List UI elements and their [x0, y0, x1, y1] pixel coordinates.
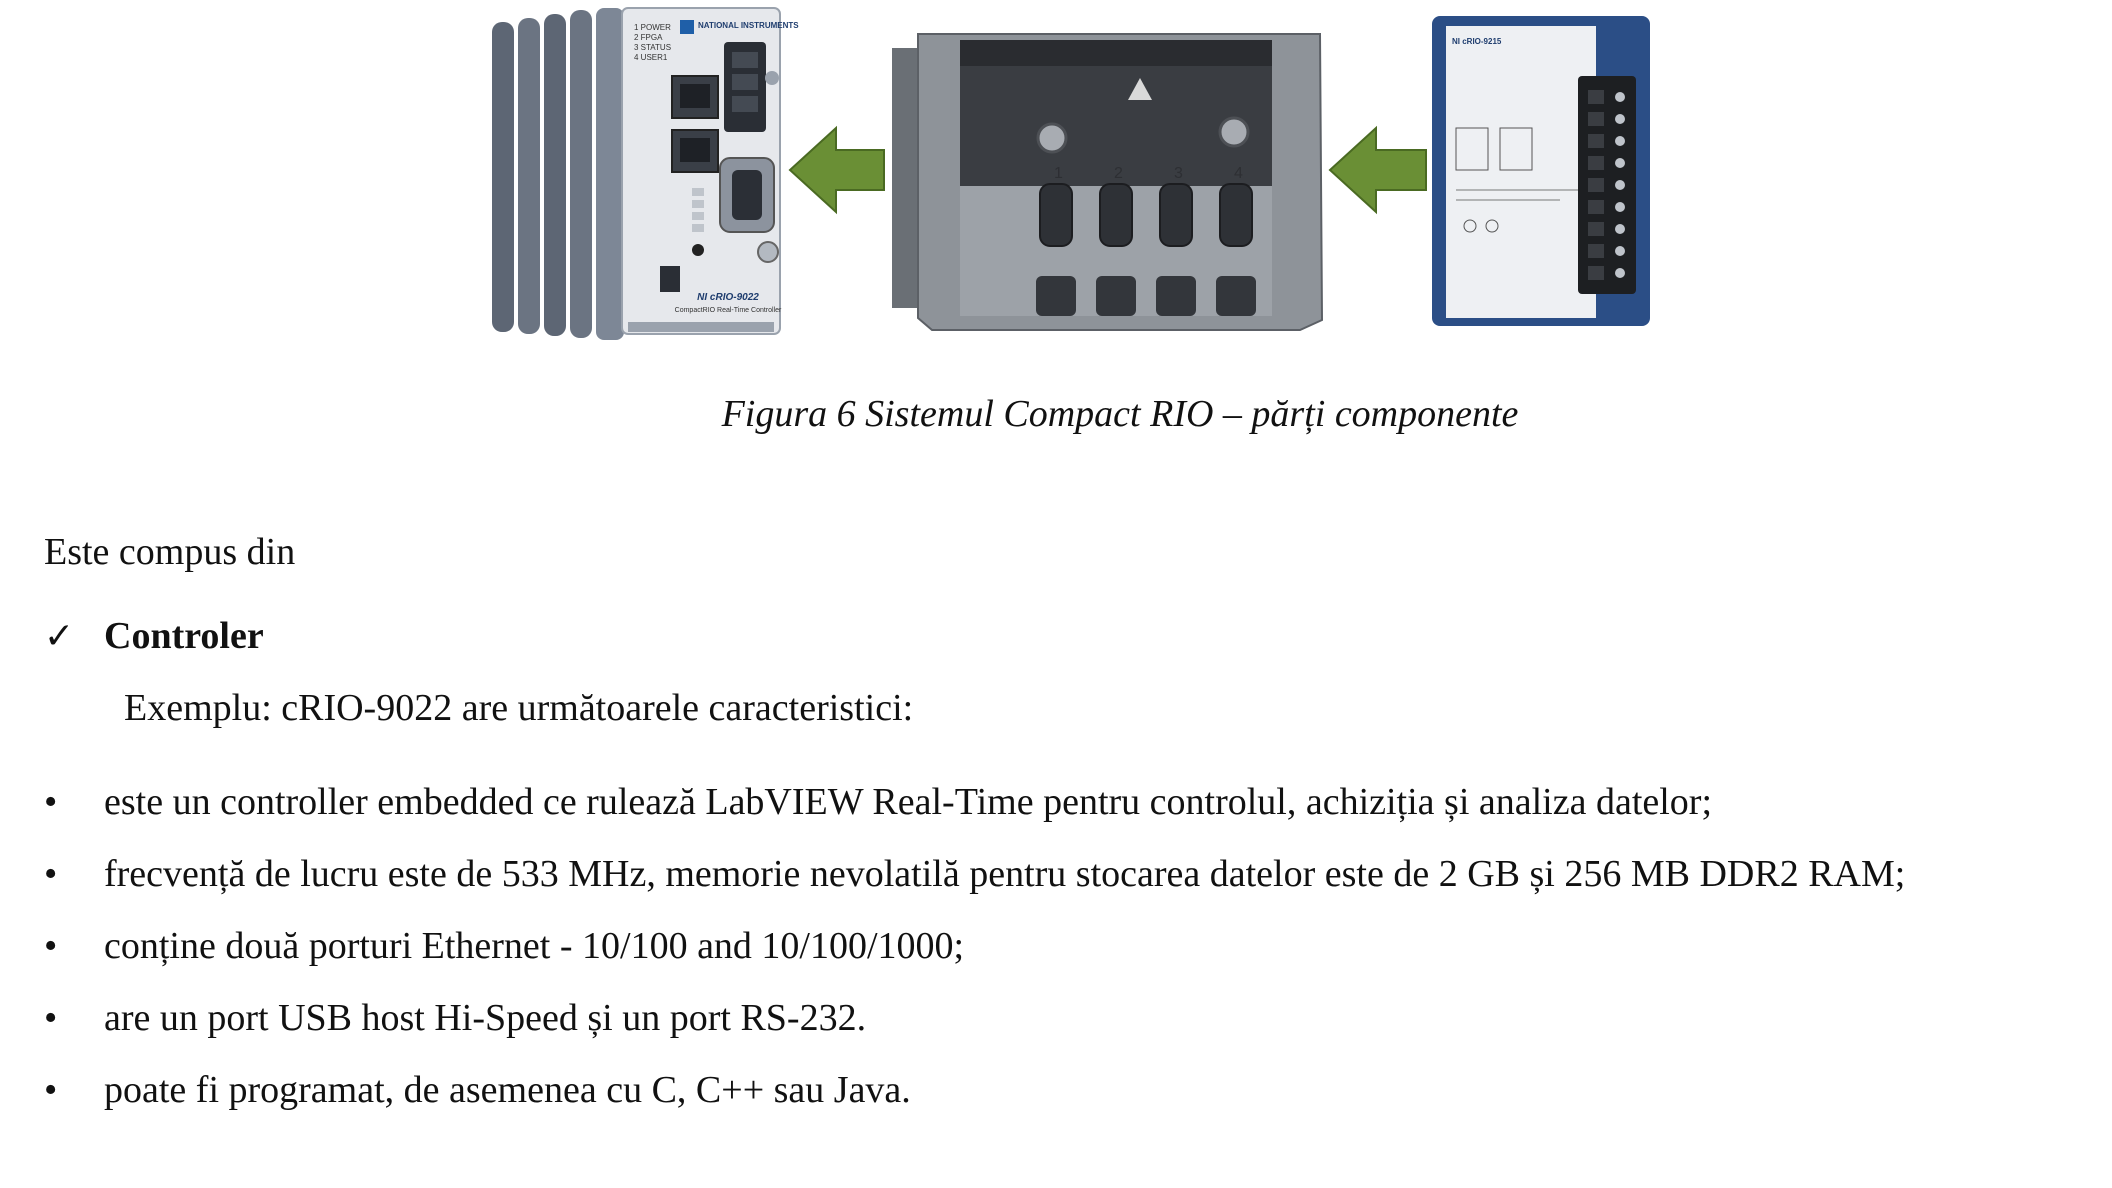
list-item: • are un port USB host Hi-Speed și un po…: [44, 996, 1905, 1068]
led-label: 2 FPGA: [634, 33, 663, 42]
arrow-left-icon: [788, 125, 885, 215]
section-heading: ✓ Controler: [44, 614, 264, 658]
list-item: • conține două porturi Ethernet - 10/100…: [44, 924, 1905, 996]
section-title: Controler: [104, 615, 264, 657]
list-item-text: conține două porturi Ethernet - 10/100 a…: [104, 925, 965, 967]
list-item: • poate fi programat, de asemenea cu C, …: [44, 1068, 1905, 1140]
led-label: 4 USER1: [634, 53, 668, 62]
bullet-icon: •: [44, 781, 58, 823]
module-model-label: NI cRIO-9215: [1452, 37, 1502, 46]
brand-label: NATIONAL INSTRUMENTS: [698, 21, 799, 30]
features-list: • este un controller embedded ce rulează…: [44, 780, 1905, 1140]
list-item: • este un controller embedded ce rulează…: [44, 780, 1905, 852]
bullet-icon: •: [44, 925, 58, 967]
checkmark-icon: ✓: [44, 616, 75, 656]
io-module-image: NI cRIO-9215: [1432, 16, 1650, 326]
slot-number: 1: [1054, 165, 1063, 182]
figure-illustration: 1 POWER 2 FPGA 3 STATUS 4 USER1 NATIONAL…: [492, 7, 1650, 340]
slot-number: 3: [1174, 165, 1183, 182]
esd-warning-icon: [1128, 78, 1152, 100]
list-item-text: este un controller embedded ce rulează L…: [104, 781, 1713, 823]
example-text: Exemplu: cRIO-9022 are următoarele carac…: [124, 687, 914, 729]
bullet-icon: •: [44, 1069, 58, 1111]
list-item: • frecvență de lucru este de 533 MHz, me…: [44, 852, 1905, 924]
list-item-text: poate fi programat, de asemenea cu C, C+…: [104, 1069, 911, 1111]
intro-text: Este compus din: [44, 531, 296, 573]
figure: 1 POWER 2 FPGA 3 STATUS 4 USER1 NATIONAL…: [0, 0, 2112, 360]
led-label: 1 POWER: [634, 23, 671, 32]
arrow-left-icon: [1328, 125, 1427, 215]
list-item-text: frecvență de lucru este de 533 MHz, memo…: [104, 853, 1906, 895]
ni-logo-icon: [680, 20, 694, 34]
bullet-icon: •: [44, 997, 58, 1039]
list-item-text: are un port USB host Hi-Speed și un port…: [104, 997, 867, 1039]
controller-subtitle-label: CompactRIO Real-Time Controller: [675, 307, 782, 314]
controller-image: 1 POWER 2 FPGA 3 STATUS 4 USER1 NATIONAL…: [492, 7, 799, 340]
chassis-image: 1 2 3 4: [892, 33, 1324, 331]
controller-model-label: NI cRIO-9022: [697, 292, 759, 303]
figure-caption: Figura 6 Sistemul Compact RIO – părți co…: [721, 393, 1519, 435]
slot-number: 4: [1234, 165, 1243, 182]
led-label: 3 STATUS: [634, 43, 671, 52]
slot-number: 2: [1114, 165, 1123, 182]
bullet-icon: •: [44, 853, 58, 895]
